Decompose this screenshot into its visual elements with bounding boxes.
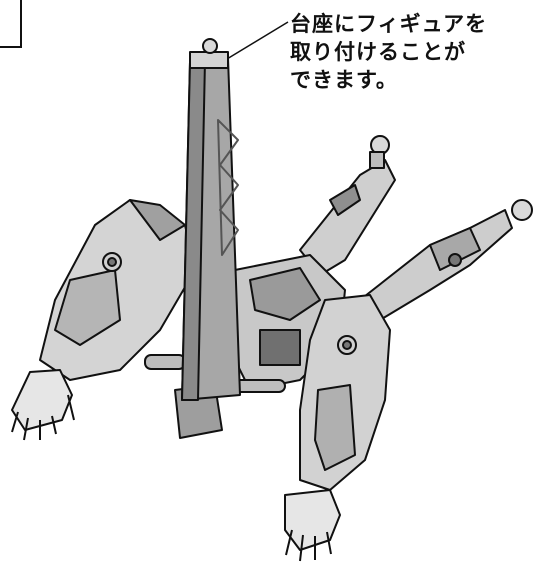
callout-caption: 台座にフィギュアを 取り付けることが できます。 xyxy=(290,10,530,94)
callout-leader-line xyxy=(221,21,289,63)
left-leg xyxy=(11,199,196,441)
page-frame-corner xyxy=(0,0,22,48)
callout-line-1: 台座にフィギュアを xyxy=(290,12,488,36)
callout-line-3: できます。 xyxy=(290,68,398,92)
right-upper-arm xyxy=(299,135,396,276)
stand-pillar xyxy=(181,38,241,401)
right-leg xyxy=(284,294,391,562)
callout-line-2: 取り付けることが xyxy=(290,40,466,64)
right-lower-arm xyxy=(359,199,533,321)
